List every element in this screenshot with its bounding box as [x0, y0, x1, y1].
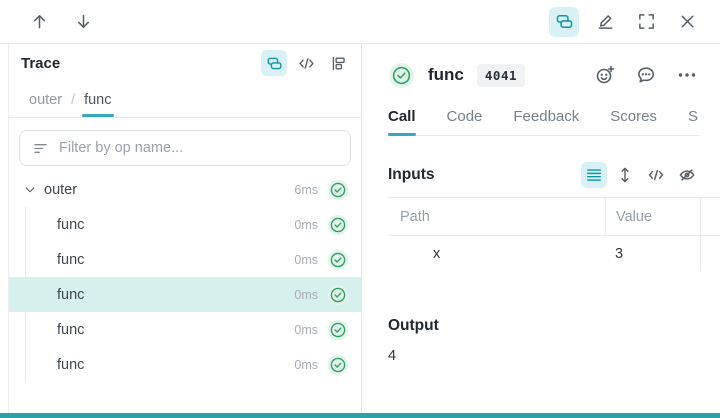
input-value: 3	[615, 245, 624, 262]
op-name: func	[57, 321, 85, 338]
edit-button[interactable]	[590, 7, 620, 37]
op-filter-field[interactable]	[19, 130, 351, 166]
op-name: func	[57, 251, 85, 268]
duration: 6ms	[294, 182, 318, 197]
expand-corners-icon	[637, 12, 656, 31]
tree-row-func-2[interactable]: func 0ms	[9, 242, 361, 277]
expand-vertical-icon	[616, 166, 634, 184]
expand-rows-button[interactable]	[612, 162, 638, 188]
tab-code[interactable]: Code	[446, 108, 483, 125]
tab-call[interactable]: Call	[388, 98, 416, 136]
close-icon	[678, 12, 697, 31]
flame-chart-icon	[330, 55, 347, 72]
tree-row-outer[interactable]: outer 6ms	[9, 172, 361, 207]
column-header-path[interactable]: Path	[400, 208, 430, 225]
previous-call-button[interactable]	[24, 7, 54, 37]
op-filter-input[interactable]	[59, 140, 338, 156]
column-header-value[interactable]: Value	[605, 198, 700, 235]
filter-icon	[32, 140, 49, 157]
fullscreen-button[interactable]	[631, 7, 661, 37]
trace-panel-title: Trace	[21, 54, 61, 72]
call-title: func	[428, 65, 464, 84]
tree-row-func-5[interactable]: func 0ms	[9, 347, 361, 382]
breadcrumb-separator: /	[71, 91, 76, 108]
op-name: func	[57, 286, 85, 303]
bottom-accent-bar	[0, 413, 720, 418]
duration: 0ms	[294, 217, 318, 232]
code-icon	[298, 55, 315, 72]
tree-row-func-4[interactable]: func 0ms	[9, 312, 361, 347]
success-check-icon	[327, 249, 349, 271]
add-reaction-button[interactable]	[592, 62, 618, 88]
tab-scores[interactable]: Scores	[610, 108, 657, 125]
hide-values-button[interactable]	[674, 162, 700, 188]
column-header-extra	[700, 198, 720, 235]
tab-summary-truncated[interactable]: S	[687, 108, 698, 125]
output-heading: Output	[388, 317, 439, 334]
json-view-button[interactable]	[643, 162, 669, 188]
eye-off-icon	[678, 166, 696, 184]
table-view-button[interactable]	[581, 162, 607, 188]
success-check-icon	[327, 319, 349, 341]
trace-tree: outer 6ms func 0ms	[9, 172, 361, 418]
op-name: func	[57, 216, 85, 233]
detail-tabs: Call Code Feedback Scores S	[388, 98, 700, 136]
call-success-check-icon	[388, 62, 415, 89]
inputs-table: Path Value x 3	[388, 197, 720, 271]
flame-graph-button[interactable]	[325, 50, 351, 76]
next-call-button[interactable]	[68, 7, 98, 37]
duration: 0ms	[294, 287, 318, 302]
tree-row-func-3-selected[interactable]: func 0ms	[9, 277, 361, 312]
inputs-heading: Inputs	[388, 166, 435, 183]
chevron-down-icon	[23, 183, 37, 197]
success-check-icon	[327, 214, 349, 236]
breadcrumb-current[interactable]: func	[82, 91, 114, 117]
success-check-icon	[327, 284, 349, 306]
three-dots-icon	[677, 65, 697, 85]
stacked-cards-icon	[266, 55, 283, 72]
arrow-down-icon	[74, 12, 93, 31]
smiley-plus-icon	[595, 65, 615, 85]
input-path: x	[433, 245, 441, 262]
success-check-icon	[327, 179, 349, 201]
duration: 0ms	[294, 322, 318, 337]
arrow-up-icon	[30, 12, 49, 31]
success-check-icon	[327, 354, 349, 376]
op-name: outer	[44, 181, 78, 198]
chat-bubble-icon	[636, 65, 656, 85]
tree-view-button[interactable]	[261, 50, 287, 76]
op-name: func	[57, 356, 85, 373]
stacked-cards-icon	[555, 12, 574, 31]
breadcrumb-parent[interactable]: outer	[29, 91, 63, 108]
comment-button[interactable]	[633, 62, 659, 88]
tab-feedback[interactable]: Feedback	[513, 108, 580, 125]
close-drawer-button[interactable]	[672, 7, 702, 37]
drawer-toolbar	[0, 0, 720, 44]
trace-panel: Trace	[0, 44, 362, 418]
call-id-badge[interactable]: 4041	[476, 63, 525, 87]
overflow-menu-button[interactable]	[674, 62, 700, 88]
code-icon	[647, 166, 665, 184]
code-view-button[interactable]	[293, 50, 319, 76]
output-value: 4	[388, 348, 397, 364]
tree-row-func-1[interactable]: func 0ms	[9, 207, 361, 242]
duration: 0ms	[294, 252, 318, 267]
breadcrumb: outer / func	[9, 82, 361, 118]
call-detail-panel: func 4041	[362, 44, 720, 418]
duration: 0ms	[294, 357, 318, 372]
table-row[interactable]: x 3	[388, 236, 720, 271]
rows-icon	[585, 166, 603, 184]
pencil-icon	[596, 12, 615, 31]
trace-view-toggle-button[interactable]	[549, 6, 579, 37]
